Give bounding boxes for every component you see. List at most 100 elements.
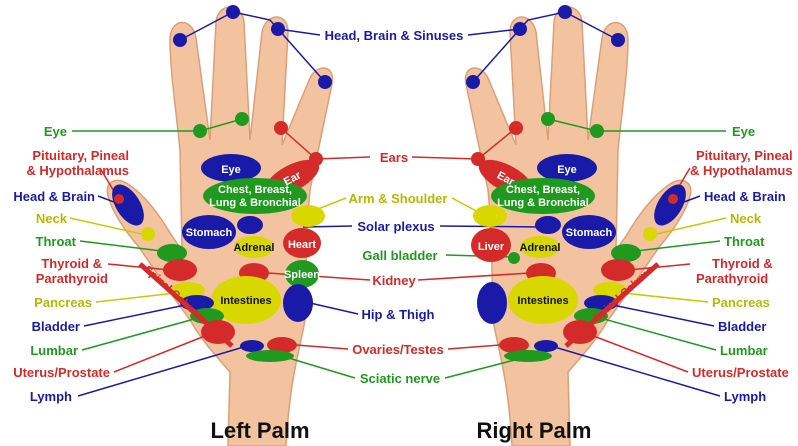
right-chest-label-2: Lung & Bronchial <box>497 197 589 209</box>
right-sciatic-zone <box>504 350 552 362</box>
left-pancreas-zone <box>171 282 205 298</box>
label-head-brain-sinuses: Head, Brain & Sinuses <box>325 28 464 43</box>
left-eye-zone-label: Eye <box>221 164 241 176</box>
right-pinky-tip-dot <box>611 33 625 47</box>
label-eye-left: Eye <box>44 124 67 139</box>
title-left-palm: Left Palm <box>210 418 309 443</box>
left-chest-zone <box>203 178 307 214</box>
left-spleen-label: Spleen <box>284 269 320 281</box>
right-index-tip-dot <box>466 75 480 89</box>
left-lumbar-zone <box>190 308 224 324</box>
left-pituitary-dot <box>114 194 124 204</box>
right-solar-zone <box>535 216 561 234</box>
left-heart-zone <box>283 228 321 258</box>
right-adrenal-zone <box>520 236 560 258</box>
label-gall-bladder: Gall bladder <box>362 248 437 263</box>
left-intestines-zone <box>211 276 281 324</box>
leader-throat-right <box>627 240 721 253</box>
left-eye-zone <box>201 154 261 182</box>
label-sciatic-nerve: Sciatic nerve <box>360 371 440 386</box>
leader-uterus-left <box>113 331 216 373</box>
right-intestines-zone <box>508 276 578 324</box>
right-ovaries-zone <box>499 337 529 353</box>
leader-lumbar-right <box>592 315 717 351</box>
left-heart-label: Heart <box>288 239 316 251</box>
label-kidney: Kidney <box>372 273 416 288</box>
label-pituitary-right-2: & Hypothalamus <box>690 163 793 178</box>
right-gall-dot <box>508 252 520 264</box>
label-ovaries-testes: Ovaries/Testes <box>352 342 444 357</box>
left-chest-label-2: Lung & Bronchial <box>209 197 301 209</box>
leader-head-left <box>179 11 326 83</box>
label-uterus-left: Uterus/Prostate <box>13 365 110 380</box>
right-throat-zone <box>611 244 641 262</box>
right-pituitary-dot <box>668 194 678 204</box>
label-bladder-left: Bladder <box>32 319 80 334</box>
right-intestines-label: Intestines <box>517 295 568 307</box>
left-adrenal-zone <box>234 236 274 258</box>
leader-ovaries-right <box>447 344 501 350</box>
label-pituitary-left-1: Pituitary, Pineal <box>32 148 129 163</box>
right-hand-zones <box>466 5 686 362</box>
label-thyroid-left-1: Thyroid & <box>41 256 102 271</box>
leader-bladder-right <box>602 302 715 327</box>
right-thumb-headbrain-zone <box>654 184 686 226</box>
right-thyroid-zone <box>601 259 635 281</box>
label-lymph-left: Lymph <box>30 389 72 404</box>
right-middle-tip-dot <box>513 22 527 36</box>
left-ear-dot-1 <box>274 121 288 135</box>
leader-head-right <box>472 11 619 83</box>
right-hip-zone <box>477 282 507 324</box>
left-index-tip-dot <box>318 75 332 89</box>
label-neck-right: Neck <box>730 211 762 226</box>
right-chest-zone <box>491 178 595 214</box>
right-stomach-label: Stomach <box>566 227 613 239</box>
left-arm-zone <box>291 205 325 227</box>
left-eye-dot-2 <box>235 112 249 126</box>
label-solar-plexus: Solar plexus <box>357 219 434 234</box>
left-pinky-tip-dot <box>173 33 187 47</box>
label-headbrain-right: Head & Brain <box>704 189 786 204</box>
right-liver-label: Liver <box>478 241 505 253</box>
right-adrenal-label: Adrenal <box>520 242 561 254</box>
leader-kidney-right <box>417 272 531 281</box>
label-pituitary-right-1: Pituitary, Pineal <box>696 148 793 163</box>
left-spinal-bar <box>138 262 234 348</box>
leader-ovaries-left <box>295 344 349 350</box>
right-pancreas-zone <box>593 282 627 298</box>
left-middle-tip-dot <box>271 22 285 36</box>
center-labels: Head, Brain & Sinuses Ears Arm & Shoulde… <box>325 28 464 386</box>
label-uterus-right: Uterus/Prostate <box>692 365 789 380</box>
leader-uterus-right <box>582 331 689 373</box>
leader-lines <box>69 11 727 397</box>
leader-sciatic-left <box>281 355 356 379</box>
leader-solar-left <box>302 225 353 228</box>
left-thyroid-zone <box>163 259 197 281</box>
right-chest-label-1: Chest, Breast, <box>506 184 580 196</box>
right-eye-zone <box>537 154 597 182</box>
label-thyroid-right-2: Parathyroid <box>696 271 768 286</box>
left-ring-tip-dot <box>226 5 240 19</box>
label-headbrain-left: Head & Brain <box>13 189 95 204</box>
right-ring-tip-dot <box>558 5 572 19</box>
label-pancreas-left: Pancreas <box>34 295 92 310</box>
leader-lymph-left <box>77 345 248 397</box>
right-arm-zone <box>473 205 507 227</box>
label-throat-right: Throat <box>724 234 765 249</box>
right-spinal-bar <box>564 262 660 348</box>
label-neck-left: Neck <box>36 211 68 226</box>
left-stomach-label: Stomach <box>186 227 233 239</box>
label-lumbar-left: Lumbar <box>30 343 78 358</box>
label-lumbar-right: Lumbar <box>720 343 768 358</box>
left-eye-dot-1 <box>193 124 207 138</box>
left-chest-label-1: Chest, Breast, <box>218 184 292 196</box>
right-stomach-zone <box>562 215 616 249</box>
right-neck-dot <box>643 227 657 241</box>
right-eye-zone-label: Eye <box>557 164 577 176</box>
left-side-labels: Eye Pituitary, Pineal & Hypothalamus Hea… <box>13 124 129 404</box>
title-right-palm: Right Palm <box>477 418 592 443</box>
label-bladder-right: Bladder <box>718 319 766 334</box>
leader-thyroid-left <box>107 263 171 271</box>
